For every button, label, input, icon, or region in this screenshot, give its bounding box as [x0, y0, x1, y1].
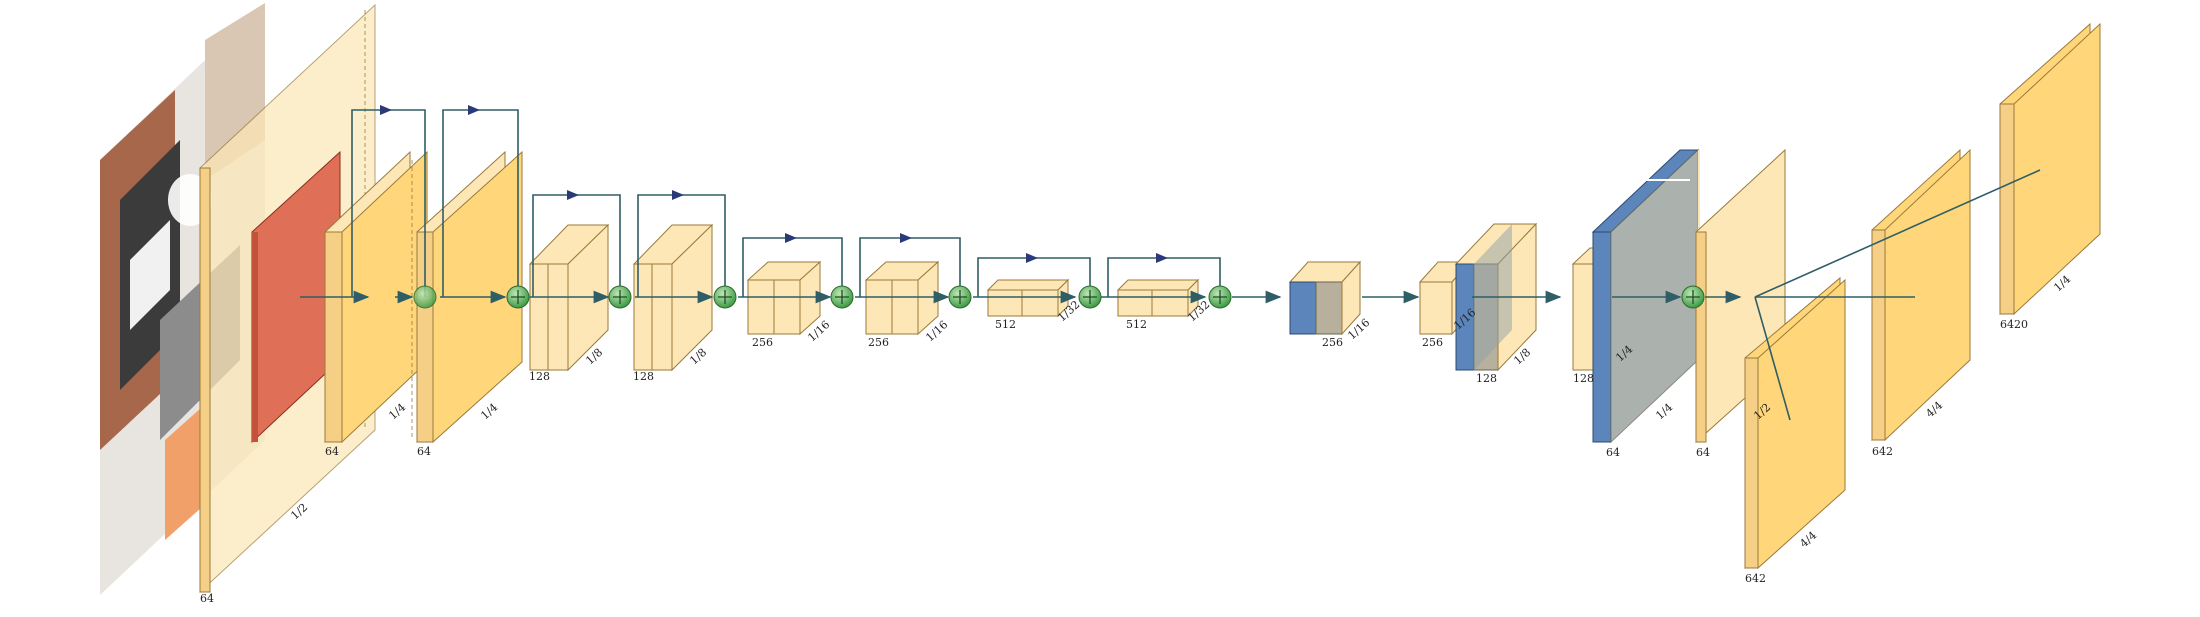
label-up1-channels: 256	[1322, 336, 1343, 349]
label-out-channels: 6420	[2000, 318, 2028, 331]
label-dec2-channels: 128	[1476, 372, 1497, 385]
label-dec5-channels: 64	[1696, 446, 1710, 459]
layer-res3b	[864, 260, 940, 336]
add-node-plus-signs	[511, 290, 1700, 304]
label-head1-scale: 4/4	[1797, 529, 1819, 551]
label-res1b-channels: 64	[417, 445, 431, 458]
layer-up1	[1288, 260, 1362, 336]
skip-arrowheads	[380, 105, 1168, 263]
layer-res2a	[528, 223, 610, 372]
label-head2-channels: 642	[1872, 445, 1893, 458]
layer-out	[1999, 22, 2101, 316]
label-conv1-channels: 64	[200, 592, 214, 605]
flow-arrows	[300, 169, 2041, 421]
label-res3a-channels: 256	[752, 336, 773, 349]
label-res1a-channels: 64	[325, 445, 339, 458]
layer-conv1	[199, 3, 376, 594]
label-res2b-channels: 128	[633, 370, 654, 383]
layer-head2	[1871, 148, 1971, 442]
layer-res3a	[746, 260, 822, 336]
layer-res4b	[1116, 278, 1200, 318]
layer-res4a	[986, 278, 1070, 318]
label-dec3-channels: 128	[1573, 372, 1594, 385]
label-head2-scale: 4/4	[1923, 399, 1945, 421]
label-dec4-scale: 1/4	[1653, 401, 1675, 423]
layer-head1	[1744, 276, 1846, 570]
label-res2a-channels: 128	[529, 370, 550, 383]
label-head1-channels: 642	[1745, 572, 1766, 585]
label-res4b-channels: 512	[1126, 318, 1147, 331]
label-dec4-channels: 64	[1606, 446, 1620, 459]
label-res4a-channels: 512	[995, 318, 1016, 331]
label-res1a-scale: 1/4	[386, 401, 408, 423]
label-res1b-scale: 1/4	[478, 401, 500, 423]
label-res3b-channels: 256	[868, 336, 889, 349]
label-dec1-channels: 256	[1422, 336, 1443, 349]
